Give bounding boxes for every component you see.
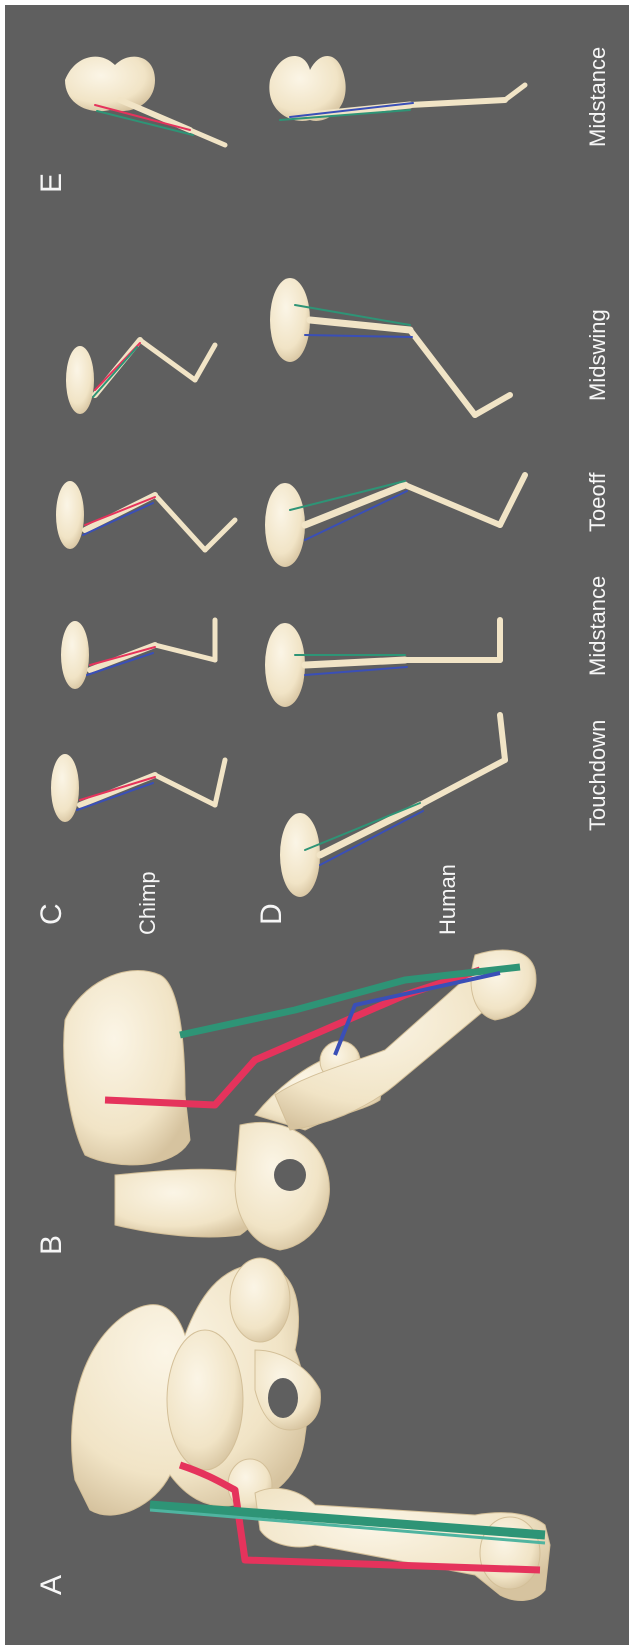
panel-label-d: D (255, 903, 288, 925)
panel-label-b: B (35, 1235, 68, 1255)
species-label-human: Human (435, 864, 460, 935)
phase-label-midswing: Midswing (585, 309, 610, 401)
panel-label-a: A (35, 1575, 68, 1595)
species-label-chimp: Chimp (135, 871, 160, 935)
phase-label-toeoff: Toeoff (585, 472, 610, 532)
obturator-foramen (268, 1378, 298, 1418)
hip-socket-b (274, 1159, 306, 1191)
phase-label-midstance-e: Midstance (585, 47, 610, 147)
panel-label-e: E (35, 173, 68, 193)
panel-label-c: C (35, 903, 68, 925)
phase-label-midstance: Midstance (585, 576, 610, 676)
figure: A B C Chimp D Human E Touchdown Midstanc… (5, 5, 629, 1645)
phase-label-touchdown: Touchdown (585, 720, 610, 831)
